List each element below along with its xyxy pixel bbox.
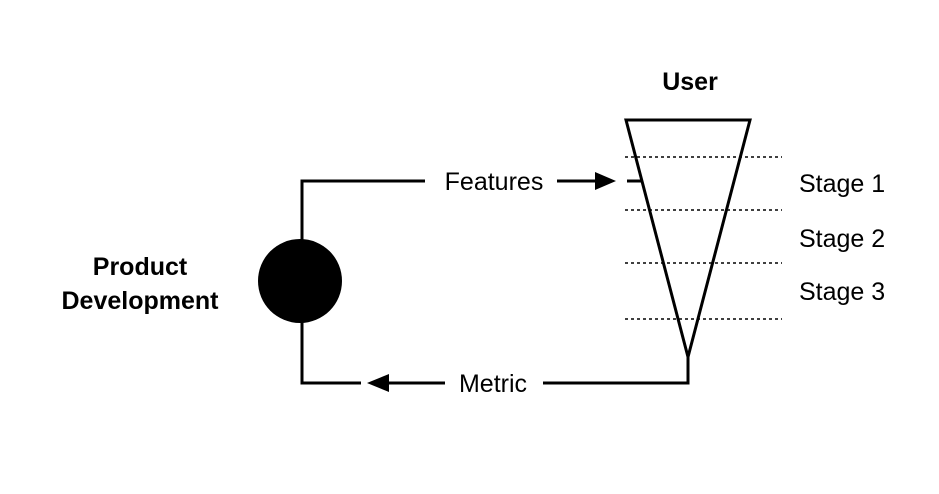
features-connector-line [300,179,425,240]
stage-label: Stage 1 [799,170,885,198]
user-funnel [624,118,752,363]
product-development-label-line2: Development [62,287,220,315]
metric-arrow-head [367,374,389,392]
metric-label: Metric [459,370,527,398]
product-development-node [258,239,342,323]
product-development-label-line1: Product [93,253,188,281]
stage-label: Stage 3 [799,278,885,306]
stage-label: Stage 2 [799,225,885,253]
user-label: User [662,68,718,96]
features-arrow-head [595,172,616,190]
metric-connector-line-right [543,357,690,385]
features-label: Features [445,168,544,196]
metric-connector-line-left [300,322,361,385]
